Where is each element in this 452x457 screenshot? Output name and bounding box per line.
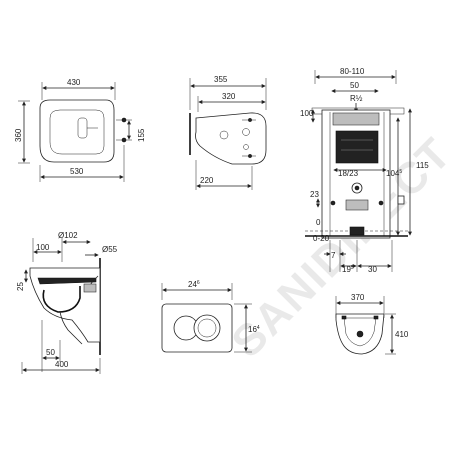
- dim-d102: Ø102: [58, 231, 78, 240]
- dim-530: 530: [70, 167, 84, 176]
- dim-d55: Ø55: [102, 245, 118, 254]
- dim-16-4: 164: [248, 325, 260, 334]
- dim-104: 1045: [386, 169, 402, 178]
- dim-430: 430: [67, 78, 81, 87]
- small-front-view: 370 410: [335, 293, 409, 355]
- top-view-seat: 430 360 155 530: [14, 78, 146, 182]
- dim-23: 23: [310, 190, 319, 199]
- dim-100: 100: [300, 109, 314, 118]
- dim-24-6: 246: [188, 280, 200, 289]
- dim-155: 155: [137, 128, 146, 142]
- dim-370: 370: [351, 293, 365, 302]
- dim-100-section: 100: [36, 243, 50, 252]
- dim-320: 320: [222, 92, 236, 101]
- dim-220: 220: [200, 176, 214, 185]
- dim-50-section: 50: [46, 348, 55, 357]
- dim-30: 30: [368, 265, 377, 274]
- dim-115: 115: [416, 161, 429, 170]
- dim-400-section: 400: [55, 360, 69, 369]
- installation-frame: 80-110 50 R½ 100 18/23 23 0 0-20 115 104…: [300, 67, 429, 274]
- dim-80-110: 80-110: [340, 67, 365, 76]
- dim-25: 25: [16, 282, 25, 291]
- label-thread: R½: [350, 94, 363, 103]
- dim-0-20: 0-20: [313, 234, 330, 243]
- dim-360: 360: [14, 128, 23, 142]
- section-view: 100 Ø102 Ø55 25 50 400: [16, 231, 118, 374]
- flush-plate: 246 164: [161, 280, 260, 353]
- dim-355: 355: [214, 75, 228, 84]
- dim-410: 410: [395, 330, 409, 339]
- side-view-bowl: 355 320 220: [189, 75, 267, 190]
- dim-18-23: 18/23: [338, 169, 359, 178]
- dim-0: 0: [316, 218, 321, 227]
- dim-50: 50: [350, 81, 359, 90]
- dim-19: 195: [342, 265, 354, 274]
- dim-7: 7: [331, 251, 336, 260]
